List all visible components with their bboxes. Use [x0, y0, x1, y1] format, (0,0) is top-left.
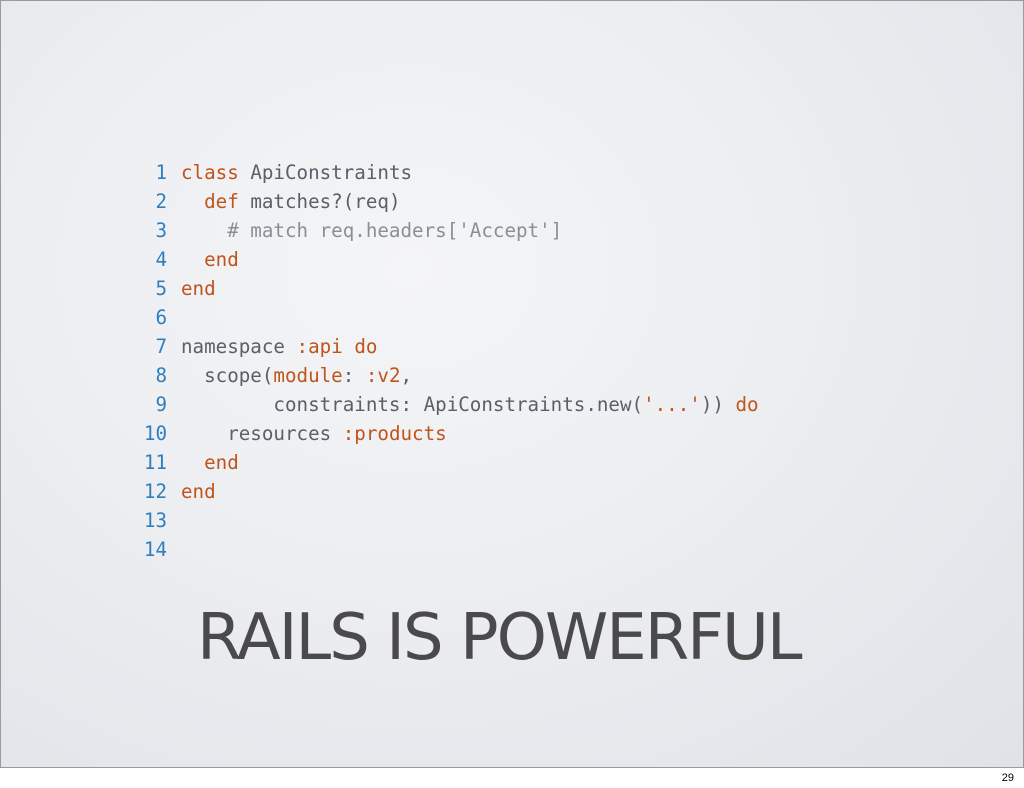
code-line: 10 resources :products — [115, 419, 759, 448]
line-number: 7 — [155, 335, 167, 358]
code-line: 11 end — [115, 448, 759, 477]
code-token-kw: do — [735, 393, 759, 416]
code-text: resources :products — [181, 419, 447, 448]
code-token-plain: : — [342, 364, 366, 387]
code-token-plain: scope( — [181, 364, 274, 387]
code-token-sym: :api — [296, 335, 343, 358]
code-line: 5 end — [115, 274, 759, 303]
line-number: 11 — [143, 451, 167, 474]
code-token-plain: namespace — [181, 335, 297, 358]
line-number: 12 — [143, 480, 167, 503]
code-line: 14 — [115, 535, 759, 564]
code-token-sym: :products — [342, 422, 447, 445]
code-text: class ApiConstraints — [181, 158, 412, 187]
code-line: 6 — [115, 303, 759, 332]
line-number: 14 — [143, 538, 167, 561]
code-token-kw: do — [354, 335, 378, 358]
code-line: 1 class ApiConstraints — [115, 158, 759, 187]
code-token-kw: def — [204, 190, 239, 213]
line-number: 5 — [155, 277, 167, 300]
slide-title: RAILS IS POWERFUL — [197, 601, 802, 675]
code-text: # match req.headers['Accept'] — [181, 216, 562, 245]
line-number: 8 — [155, 364, 167, 387]
code-text: end — [181, 245, 239, 274]
code-token-plain: resources — [181, 422, 343, 445]
code-token-plain: , — [400, 364, 413, 387]
line-number: 13 — [143, 509, 167, 532]
code-token-str: '...' — [643, 393, 701, 416]
line-number: 4 — [155, 248, 167, 271]
code-token-kw: class — [181, 161, 239, 184]
code-token-plain: )) — [700, 393, 736, 416]
code-token-plain — [181, 451, 204, 474]
code-token-com: # match req.headers['Accept'] — [181, 219, 563, 242]
code-line: 4 end — [115, 245, 759, 274]
line-number: 3 — [155, 219, 167, 242]
code-token-sym: :v2 — [365, 364, 401, 387]
code-token-plain: matches?(req) — [238, 190, 401, 213]
code-text: def matches?(req) — [181, 187, 401, 216]
code-line: 7 namespace :api do — [115, 332, 759, 361]
code-text: end — [181, 477, 216, 506]
line-number: 1 — [155, 161, 167, 184]
code-token-kw: end — [181, 277, 216, 300]
code-text: end — [181, 274, 216, 303]
line-number: 10 — [143, 422, 167, 445]
line-number: 9 — [155, 393, 167, 416]
code-line: 3 # match req.headers['Accept'] — [115, 216, 759, 245]
code-text: end — [181, 448, 239, 477]
code-token-plain — [343, 335, 355, 358]
code-text: scope(module: :v2, — [181, 361, 412, 390]
code-token-sym: module — [273, 364, 343, 387]
code-line: 13 — [115, 506, 759, 535]
code-token-plain — [181, 190, 204, 213]
code-text: namespace :api do — [181, 332, 377, 361]
code-text: constraints: ApiConstraints.new('...')) … — [181, 390, 759, 419]
code-line: 2 def matches?(req) — [115, 187, 759, 216]
code-token-plain: constraints: ApiConstraints.new( — [181, 393, 644, 416]
code-token-plain — [181, 248, 204, 271]
code-line: 12 end — [115, 477, 759, 506]
code-token-plain: ApiConstraints — [238, 161, 413, 184]
page-number: 29 — [1001, 772, 1014, 784]
code-line: 9 constraints: ApiConstraints.new('...')… — [115, 390, 759, 419]
line-number: 6 — [155, 306, 167, 329]
code-token-kw: end — [204, 248, 239, 271]
code-token-kw: end — [204, 451, 239, 474]
code-line: 8 scope(module: :v2, — [115, 361, 759, 390]
line-number: 2 — [155, 190, 167, 213]
code-token-kw: end — [181, 480, 216, 503]
